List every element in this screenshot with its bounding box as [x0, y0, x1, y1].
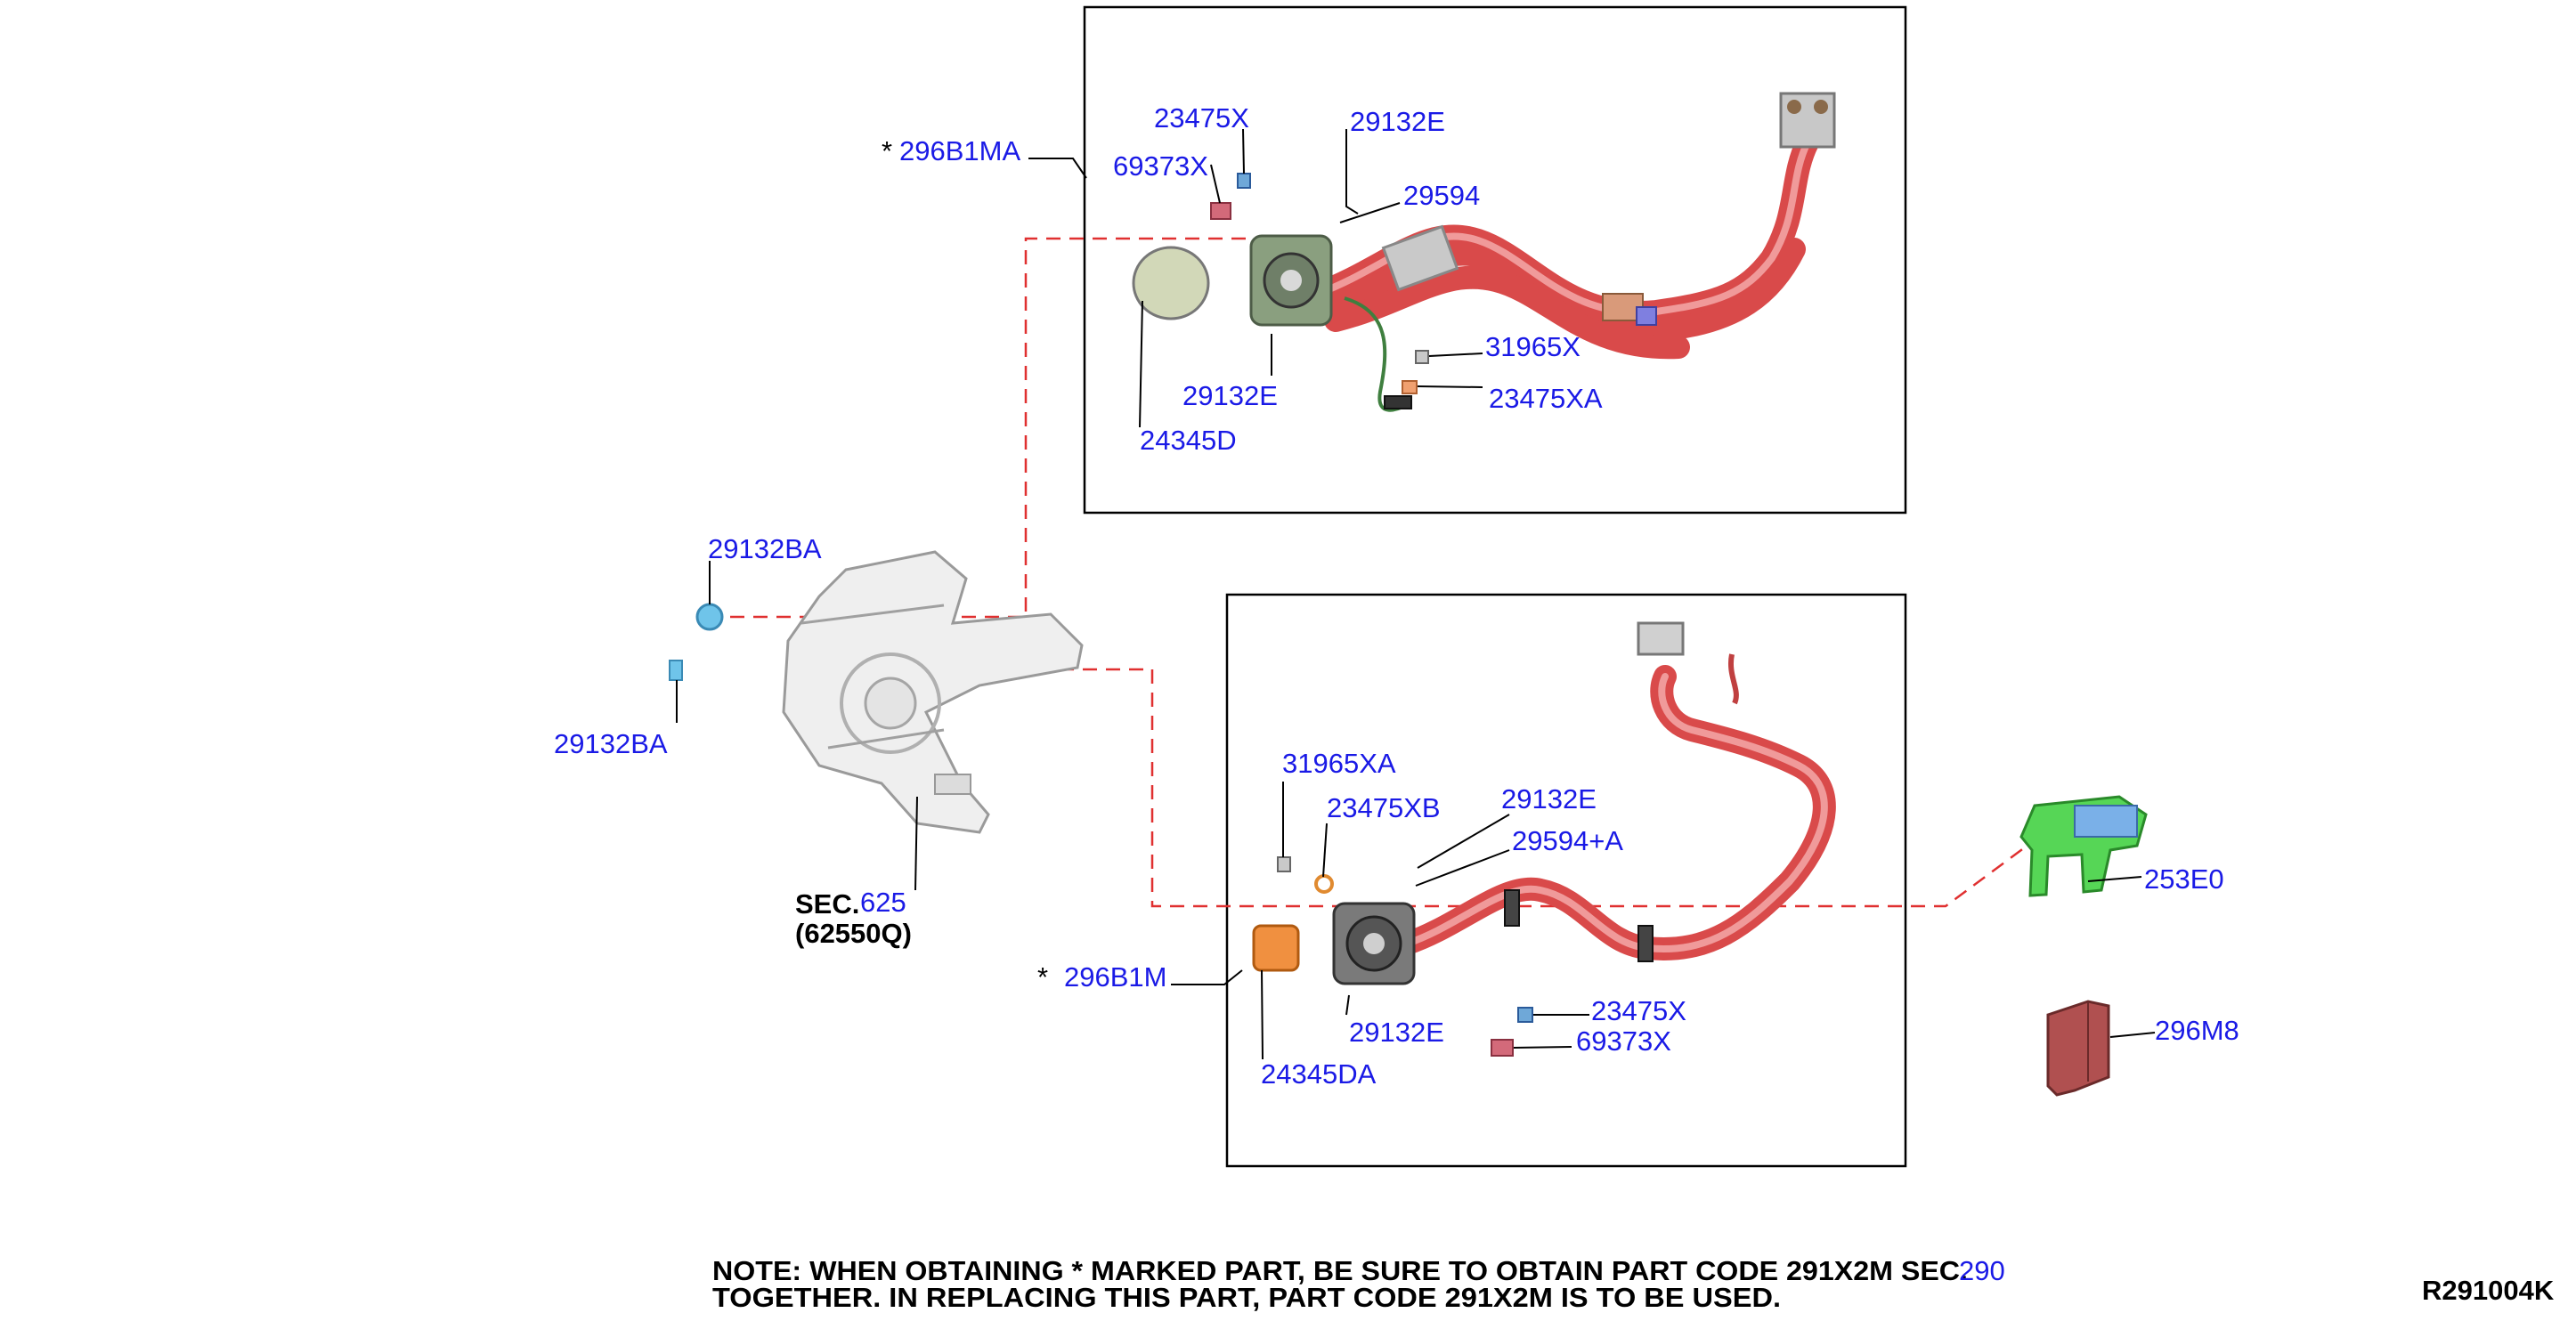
upper-assembly-box — [1083, 5, 1907, 515]
label-29132ba-top[interactable]: 29132BA — [708, 533, 822, 564]
label-23475xb[interactable]: 23475XB — [1327, 792, 1441, 823]
note-line-1: NOTE: WHEN OBTAINING * MARKED PART, BE S… — [712, 1255, 1968, 1286]
label-24345d[interactable]: 24345D — [1140, 425, 1237, 456]
leader-24345d — [1139, 300, 1143, 428]
clip-23475x-upper-icon — [1237, 173, 1251, 189]
clip-31965xa-icon — [1277, 856, 1291, 872]
label-296b1ma[interactable]: 296B1MA — [899, 135, 1020, 166]
leader-sec625 — [914, 796, 918, 891]
leader-253e0 — [2087, 876, 2142, 882]
leader-29594 — [1339, 202, 1401, 223]
asterisk-lower: * — [1037, 961, 1048, 993]
note-line-2: TOGETHER. IN REPLACING THIS PART, PART C… — [712, 1282, 1781, 1313]
leader-296b1m — [1171, 969, 1243, 985]
bracket-illustration — [669, 550, 1084, 834]
label-29132e-upper-b[interactable]: 29132E — [1182, 380, 1278, 411]
label-23475x-upper[interactable]: 23475X — [1154, 102, 1249, 134]
leader-31965x — [1428, 353, 1483, 357]
leader-29132e-lower-b — [1345, 994, 1350, 1016]
label-23475xa[interactable]: 23475XA — [1489, 383, 1603, 414]
relay-253e0-illustration — [2019, 795, 2148, 897]
grommet-69373x-upper-icon — [1210, 202, 1231, 220]
asterisk-upper: * — [882, 135, 892, 166]
label-24345da[interactable]: 24345DA — [1261, 1058, 1377, 1090]
route-line-lower — [1060, 668, 2040, 908]
leader-296m8 — [2109, 1032, 2156, 1038]
upper-harness-illustration — [1132, 92, 1836, 412]
label-29132ba-bottom[interactable]: 29132BA — [554, 728, 668, 759]
charge-port-cap-lower-icon — [1252, 924, 1300, 972]
label-296b1m[interactable]: 296B1M — [1064, 961, 1166, 993]
leader-23475x-upper — [1242, 128, 1245, 174]
lower-harness-illustration — [1252, 621, 1836, 1057]
leader-69373x-upper — [1210, 164, 1221, 204]
grommet-69373x-lower-icon — [1491, 1039, 1514, 1057]
label-29594[interactable]: 29594 — [1403, 180, 1480, 211]
label-296m8[interactable]: 296M8 — [2155, 1015, 2239, 1046]
leader-29594a — [1415, 849, 1510, 887]
diagram-code: R291004K — [2422, 1275, 2555, 1306]
note-sec-ref-link[interactable]: 290 — [1959, 1255, 2005, 1286]
clip-23475xb-icon — [1314, 874, 1335, 894]
sec-number-link[interactable]: 625 — [860, 887, 906, 918]
sec-prefix: SEC. — [795, 888, 859, 920]
label-31965xa[interactable]: 31965XA — [1282, 748, 1396, 779]
bracket-clip-icon — [669, 660, 683, 681]
leader-69373x-lower — [1513, 1046, 1572, 1049]
label-29132e-lower-b[interactable]: 29132E — [1349, 1017, 1444, 1048]
leader-29132e-lower-a — [1417, 814, 1510, 869]
label-29132e-lower-a[interactable]: 29132E — [1501, 783, 1597, 814]
clip-23475x-lower-icon — [1517, 1007, 1533, 1023]
clip-31965x-icon — [1415, 350, 1429, 364]
label-69373x-upper[interactable]: 69373X — [1113, 150, 1208, 182]
bracket-grommet-icon — [695, 603, 724, 631]
lower-assembly-box — [1225, 593, 1907, 1168]
clip-23475xa-icon — [1402, 380, 1418, 394]
sec-part: (62550Q) — [795, 918, 912, 949]
label-29594a[interactable]: 29594+A — [1512, 825, 1623, 856]
cover-296m8-illustration — [2046, 1000, 2110, 1097]
label-23475x-lower[interactable]: 23475X — [1591, 995, 1686, 1026]
label-29132e-upper-a[interactable]: 29132E — [1350, 106, 1445, 137]
leader-24345da — [1261, 969, 1264, 1060]
label-31965x[interactable]: 31965X — [1485, 331, 1581, 362]
leader-296b1ma — [1028, 158, 1087, 179]
label-69373x-lower[interactable]: 69373X — [1576, 1025, 1671, 1057]
leader-29132e-upper-a — [1345, 129, 1359, 215]
charge-port-cap-icon — [1132, 246, 1210, 320]
leader-23475xb — [1322, 823, 1328, 878]
label-253e0[interactable]: 253E0 — [2144, 863, 2224, 895]
leader-23475xa — [1417, 385, 1483, 388]
